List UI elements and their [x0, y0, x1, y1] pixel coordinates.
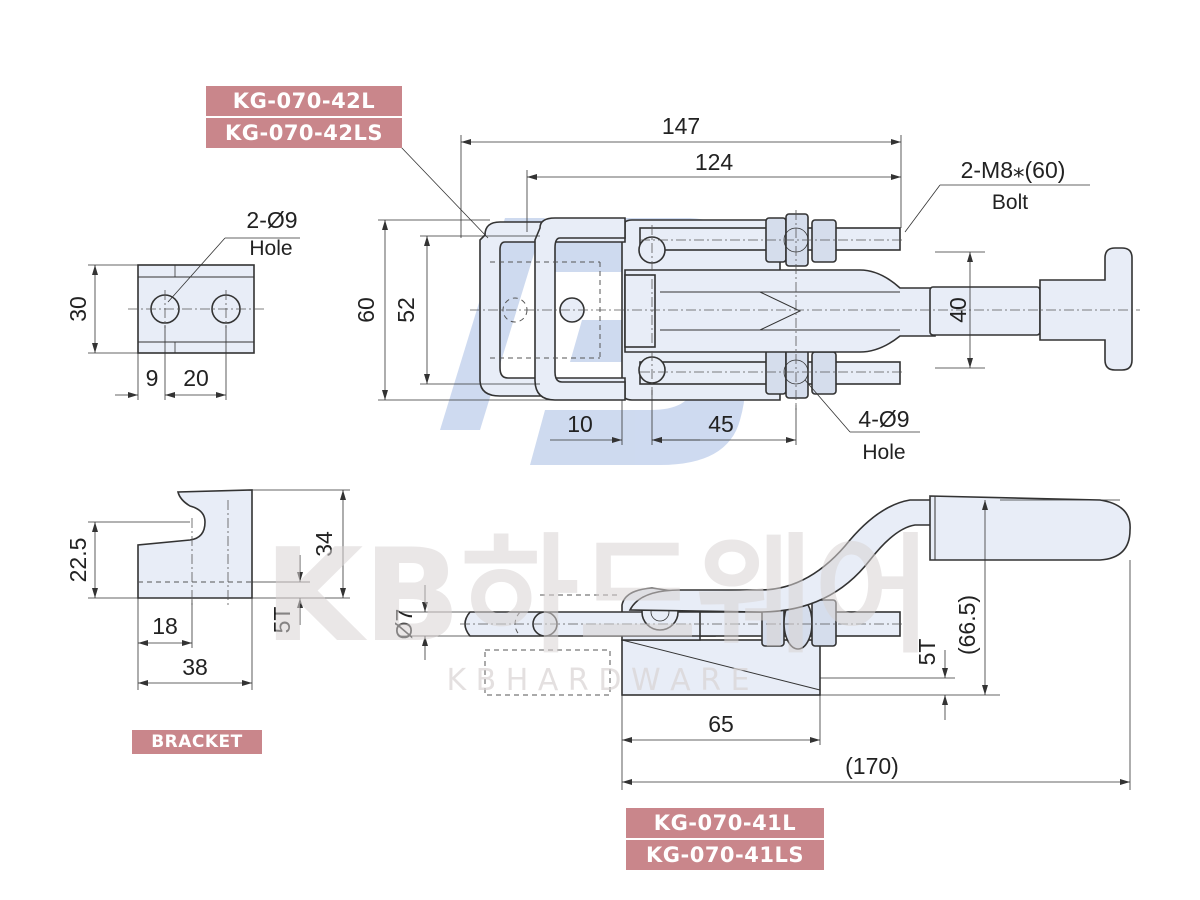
- dim-18: 18: [152, 613, 178, 639]
- holes-4-word: Hole: [862, 441, 905, 464]
- watermark-text: KB하드웨어: [264, 522, 932, 671]
- bolt-word: Bolt: [992, 191, 1028, 214]
- top-view-clamp: [470, 210, 1140, 410]
- dim-52: 52: [393, 297, 419, 323]
- dim-38: 38: [182, 654, 208, 680]
- dim-20: 20: [183, 365, 209, 391]
- dim-10: 10: [567, 411, 593, 437]
- model-label-41l: KG-070-41L: [626, 808, 824, 838]
- top-view-dimensions: 147 124 2-M8⁎(60) Bolt 60 52 40 10 45 4-…: [206, 113, 1090, 464]
- bolt-spec: 2-M8⁎(60): [961, 157, 1066, 183]
- side-view-clamp: [460, 495, 1131, 696]
- dim-22-5: 22.5: [65, 538, 91, 583]
- dim-30: 30: [65, 296, 91, 322]
- dim-9: 9: [146, 365, 159, 391]
- bracket-label: BRACKET: [132, 730, 262, 754]
- side-view-dimensions: Ø7 5T (66.5) 65 (170): [391, 499, 1131, 790]
- model-label-42l: KG-070-42L: [206, 86, 402, 116]
- dim-45: 45: [708, 411, 734, 437]
- holes-2-word: Hole: [249, 237, 292, 260]
- dim-5t-bracket: 5T: [269, 607, 295, 634]
- model-label-42ls: KG-070-42LS: [206, 118, 402, 148]
- watermark-subtext: K B H A R D W A R E: [446, 663, 749, 698]
- dim-147: 147: [662, 113, 700, 139]
- dim-d7: Ø7: [391, 609, 417, 640]
- holes-4: 4-Ø9: [858, 406, 909, 432]
- bracket-side-view: 22.5 34 18 38 5T: [65, 489, 350, 690]
- dim-124: 124: [695, 149, 734, 175]
- holes-2: 2-Ø9: [246, 207, 297, 233]
- dim-5t: 5T: [914, 639, 940, 666]
- model-label-41ls: KG-070-41LS: [626, 840, 824, 870]
- dim-34: 34: [311, 531, 337, 557]
- dim-66-5: (66.5): [954, 595, 980, 655]
- bracket-top-view: 2-Ø9 Hole 30 9 20: [65, 207, 300, 400]
- dim-65: 65: [708, 711, 734, 737]
- dim-170: (170): [845, 753, 899, 779]
- dim-40: 40: [945, 297, 971, 323]
- dim-60: 60: [353, 297, 379, 323]
